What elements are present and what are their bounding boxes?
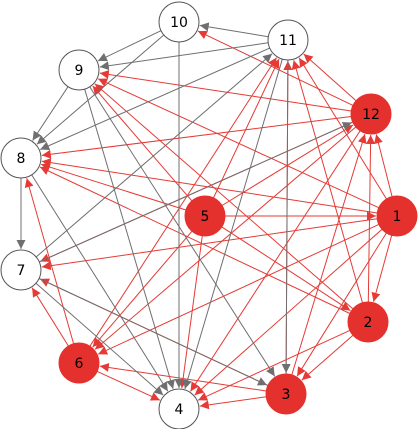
node-label-3: 3	[282, 387, 291, 403]
edge-7-to-4	[35, 282, 164, 396]
edge-3-to-12	[291, 133, 367, 376]
edge-11-to-3	[281, 59, 291, 374]
node-3: 3	[265, 373, 307, 415]
edge-2-to-8	[39, 166, 351, 314]
edge-6-to-11	[89, 57, 278, 347]
node-label-12: 12	[362, 107, 380, 123]
edge-10-to-9	[97, 30, 162, 62]
edge-7-to-11	[35, 53, 273, 258]
node-8: 8	[0, 137, 42, 179]
edge-12-to-10	[197, 30, 354, 106]
node-5: 5	[184, 195, 226, 237]
edge-1-to-9	[97, 78, 380, 209]
node-11: 11	[267, 19, 309, 61]
node-6: 6	[58, 342, 100, 384]
edge-1-to-12	[374, 134, 393, 197]
node-circle-5	[184, 195, 226, 237]
node-circle-6	[58, 342, 100, 384]
edge-layer	[16, 22, 393, 410]
edge-2-to-3	[301, 334, 354, 381]
node-1: 1	[376, 195, 418, 237]
edge-12-to-6	[94, 126, 357, 350]
node-circle-12	[350, 93, 392, 135]
node-label-4: 4	[175, 402, 184, 418]
edge-5-to-6	[92, 230, 193, 348]
edge-2-to-4	[197, 329, 351, 401]
edge-2-to-11	[291, 60, 363, 303]
edge-11-to-4	[183, 59, 283, 390]
edge-11-to-9	[99, 42, 269, 71]
edge-11-to-8	[39, 47, 270, 150]
edge-6-to-4	[96, 370, 161, 401]
node-label-11: 11	[279, 33, 297, 49]
node-7: 7	[0, 249, 42, 291]
node-label-8: 8	[17, 151, 26, 167]
edge-3-to-4	[199, 396, 267, 410]
node-circle-2	[347, 301, 389, 343]
edge-5-to-11	[213, 58, 280, 199]
node-circle-7	[0, 249, 42, 291]
edge-9-to-4	[84, 89, 175, 390]
node-label-2: 2	[364, 315, 373, 331]
edge-1-to-7	[41, 218, 378, 271]
edge-9-to-8	[32, 86, 69, 141]
node-circle-4	[158, 388, 200, 429]
edge-1-to-2	[371, 235, 393, 302]
node-4: 4	[158, 388, 200, 429]
node-circle-11	[267, 19, 309, 61]
edge-10-to-8	[36, 34, 165, 145]
node-label-6: 6	[75, 356, 84, 372]
edge-12-to-9	[99, 69, 352, 112]
edge-2-to-12	[366, 134, 376, 303]
edge-12-to-4	[190, 130, 361, 392]
edge-7-to-12	[39, 122, 353, 263]
node-label-7: 7	[17, 263, 26, 279]
node-circle-8	[0, 137, 42, 179]
edge-2-to-9	[94, 83, 354, 310]
edge-11-to-10	[199, 22, 269, 38]
node-circle-9	[58, 49, 100, 91]
node-circle-3	[265, 373, 307, 415]
edge-7-to-3	[38, 278, 268, 386]
edge-1-to-4	[194, 228, 383, 396]
edge-12-to-8	[41, 116, 352, 159]
edge-6-to-7	[31, 287, 69, 347]
edge-1-to-8	[41, 158, 378, 214]
edge-9-to-3	[89, 86, 276, 377]
node-circle-10	[158, 1, 200, 43]
edge-12-to-11	[303, 53, 357, 102]
node-circle-1	[376, 195, 418, 237]
edge-5-to-2	[221, 226, 351, 312]
node-12: 12	[350, 93, 392, 135]
node-2: 2	[347, 301, 389, 343]
node-9: 9	[58, 49, 100, 91]
node-label-10: 10	[170, 15, 188, 31]
node-label-1: 1	[393, 209, 402, 225]
node-10: 10	[158, 1, 200, 43]
edge-8-to-4	[31, 174, 169, 392]
edge-5-to-9	[92, 85, 193, 202]
node-label-9: 9	[75, 63, 84, 79]
edge-1-to-6	[97, 223, 380, 355]
node-label-5: 5	[201, 209, 210, 225]
